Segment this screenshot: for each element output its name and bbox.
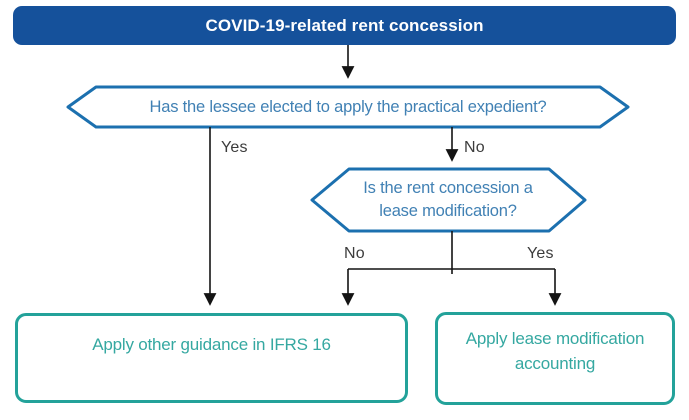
decision1-question: Has the lessee elected to apply the prac… (80, 87, 616, 127)
decision2-no-label: No (344, 245, 365, 262)
outcome-lease-modification-text: Apply lease modification accounting (465, 329, 645, 373)
decision2-question: Is the rent concession a lease modificat… (318, 169, 578, 231)
decision2-yes-label: Yes (527, 245, 554, 262)
decision1-yes-label: Yes (221, 139, 248, 156)
page-title: COVID-19-related rent concession (205, 15, 484, 35)
decision1-hexagon-shape (66, 85, 630, 129)
outcome-other-guidance-text: Apply other guidance in IFRS 16 (92, 335, 331, 354)
outcome-box-other-guidance: Apply other guidance in IFRS 16 (15, 313, 408, 403)
outcome-box-lease-modification: Apply lease modification accounting (435, 312, 675, 405)
title-banner: COVID-19-related rent concession (13, 6, 676, 45)
decision1-no-label: No (464, 139, 485, 156)
decision2-question-text: Is the rent concession a lease modificat… (363, 179, 533, 220)
decision2-hexagon-shape (310, 167, 587, 233)
decision1-question-text: Has the lessee elected to apply the prac… (149, 97, 547, 116)
